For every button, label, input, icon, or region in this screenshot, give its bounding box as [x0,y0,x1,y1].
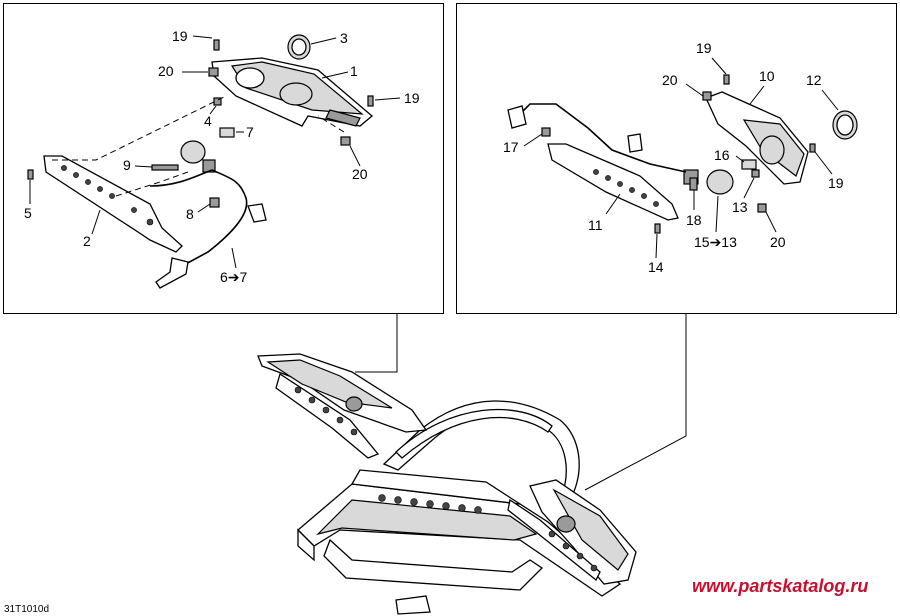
callout-13: 13 [732,199,748,215]
callout-15-to-13: 15➔13 [694,234,737,250]
callout-r-20-b: 20 [770,234,786,250]
callout-12: 12 [806,72,822,88]
callout-9: 9 [123,157,131,173]
callout-8: 8 [186,206,194,222]
callout-20: 20 [158,63,174,79]
callout-18: 18 [686,212,702,228]
left-panel-leader [355,314,398,373]
callout-16: 16 [714,147,730,163]
callout-2: 2 [83,233,91,249]
right-panel-leader [584,314,687,491]
callout-4: 4 [204,113,212,129]
right-tail-light-assembly [507,74,858,234]
callout-6-to-7: 6➔7 [220,269,248,285]
left-panel-callouts: 19 3 20 1 19 4 7 9 20 5 8 2 6➔7 [24,28,420,285]
callout-1: 1 [350,63,358,79]
callout-19: 19 [172,28,188,44]
callout-r-20: 20 [662,72,678,88]
callout-5: 5 [24,205,32,221]
callout-3: 3 [340,30,348,46]
left-panel-frame [3,3,444,314]
callout-19-b: 19 [404,90,420,106]
callout-11: 11 [588,217,603,233]
vehicle-rear-frame [257,353,637,615]
callout-10: 10 [759,68,775,84]
callout-r-19-b: 19 [828,175,844,191]
callout-20-b: 20 [352,166,368,182]
right-panel-callouts: 19 20 10 12 17 16 19 13 11 18 20 15➔13 1… [503,40,844,275]
watermark-text: www.partskatalog.ru [692,576,868,596]
left-tail-light-assembly [27,34,374,289]
diagram-code: 31T1010d [4,604,49,615]
callout-7: 7 [246,124,254,140]
callout-17: 17 [503,139,519,155]
callout-r-19: 19 [696,40,712,56]
callout-14: 14 [648,259,664,275]
right-panel-frame [456,3,897,314]
